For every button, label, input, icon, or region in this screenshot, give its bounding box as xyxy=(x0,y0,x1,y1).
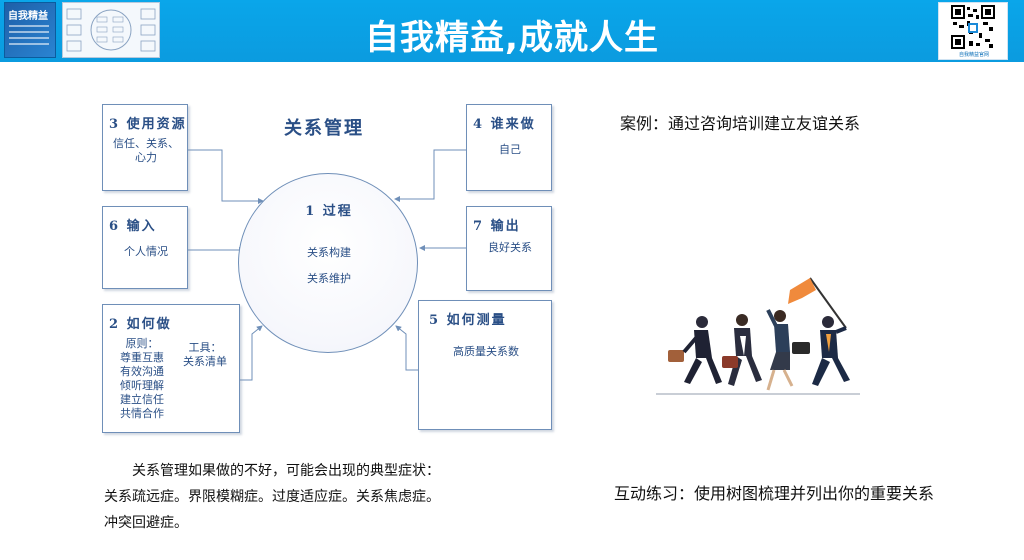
connector-who xyxy=(394,149,466,202)
box-output: 7 输出 良好关系 xyxy=(466,206,552,291)
box-input-text: 个人情况 xyxy=(124,245,168,258)
business-team-illustration xyxy=(656,277,860,395)
flow-thumbnail-graphic xyxy=(66,8,156,52)
qr-code-graphic xyxy=(951,5,995,49)
page-title: 自我精益,成就人生 xyxy=(365,18,659,58)
box-resources: 3 使用资源 信任、关系、 心力 xyxy=(102,104,188,191)
box-how: 2 如何做 原则： 尊重互惠 有效沟通 倾听理解 建立信任 共情合作 工具： 关… xyxy=(102,304,240,433)
box-output-text: 良好关系 xyxy=(488,241,532,254)
symptoms-line-3: 冲突回避症。 xyxy=(104,515,188,531)
box-output-title: 7 输出 xyxy=(473,219,521,234)
case-text: 案例：通过咨询培训建立友谊关系 xyxy=(620,114,861,133)
box-measure-text: 高质量关系数 xyxy=(453,345,519,358)
box-resources-text: 信任、关系、 心力 xyxy=(103,137,189,165)
symptoms-paragraph: 关系管理如果做的不好，可能会出现的典型症状： 关系疏远症。界限模糊症。过度适应症… xyxy=(104,458,524,536)
box-who-title: 4 谁来做 xyxy=(473,117,536,132)
principle-item: 尊重互惠 xyxy=(120,351,164,364)
connector-measure xyxy=(395,325,418,371)
connector-resources xyxy=(188,149,264,204)
box-resources-line: 信任、关系、 xyxy=(113,137,179,150)
process-line: 关系维护 xyxy=(307,272,351,285)
box-how-principles-label: 原则： xyxy=(125,337,159,350)
connector-how xyxy=(240,325,263,381)
box-who-text: 自己 xyxy=(499,143,521,156)
box-how-tools: 工具： 关系清单 xyxy=(175,341,235,369)
symptoms-line-2: 关系疏远症。界限模糊症。过度适应症。关系焦虑症。 xyxy=(104,489,440,505)
box-who: 4 谁来做 自己 xyxy=(466,104,552,191)
qr-caption: 自我精益官网 xyxy=(958,52,989,58)
book-cover-lines xyxy=(9,25,49,49)
header-bar: 自我精益 自我精益,成就人生 xyxy=(0,0,1024,62)
diagram-title: 关系管理 xyxy=(284,118,364,139)
exercise-text: 互动练习：使用树图梳理并列出你的重要关系 xyxy=(614,484,935,503)
box-resources-line: 心力 xyxy=(135,151,157,164)
book-title: 自我精益 xyxy=(8,11,48,22)
principle-item: 有效沟通 xyxy=(120,365,164,378)
process-line: 关系构建 xyxy=(307,246,351,259)
process-circle: 1 过程 关系构建 关系维护 xyxy=(238,173,418,353)
principle-item: 倾听理解 xyxy=(120,379,164,392)
flow-thumbnail-icon[interactable] xyxy=(62,2,160,58)
box-input-title: 6 输入 xyxy=(109,219,157,234)
symptoms-line-1: 关系管理如果做的不好，可能会出现的典型症状： xyxy=(104,458,524,484)
box-input: 6 输入 个人情况 xyxy=(102,206,188,289)
box-measure: 5 如何测量 高质量关系数 xyxy=(418,300,552,430)
box-resources-title: 3 使用资源 xyxy=(109,117,187,132)
box-how-title: 2 如何做 xyxy=(109,317,172,332)
principle-item: 共情合作 xyxy=(120,407,164,420)
symptoms-intro: 关系管理如果做的不好，可能会出现的典型症状： xyxy=(132,463,440,479)
process-title: 1 过程 xyxy=(305,204,353,219)
box-how-tools-label: 工具： xyxy=(188,341,222,354)
qr-code-icon[interactable]: 自我精益官网 xyxy=(938,2,1008,60)
book-cover-icon[interactable]: 自我精益 xyxy=(4,2,56,58)
principle-item: 建立信任 xyxy=(120,393,164,406)
box-how-principles: 原则： 尊重互惠 有效沟通 倾听理解 建立信任 共情合作 xyxy=(109,337,175,421)
box-measure-title: 5 如何测量 xyxy=(429,313,507,328)
tool-item: 关系清单 xyxy=(183,355,227,368)
